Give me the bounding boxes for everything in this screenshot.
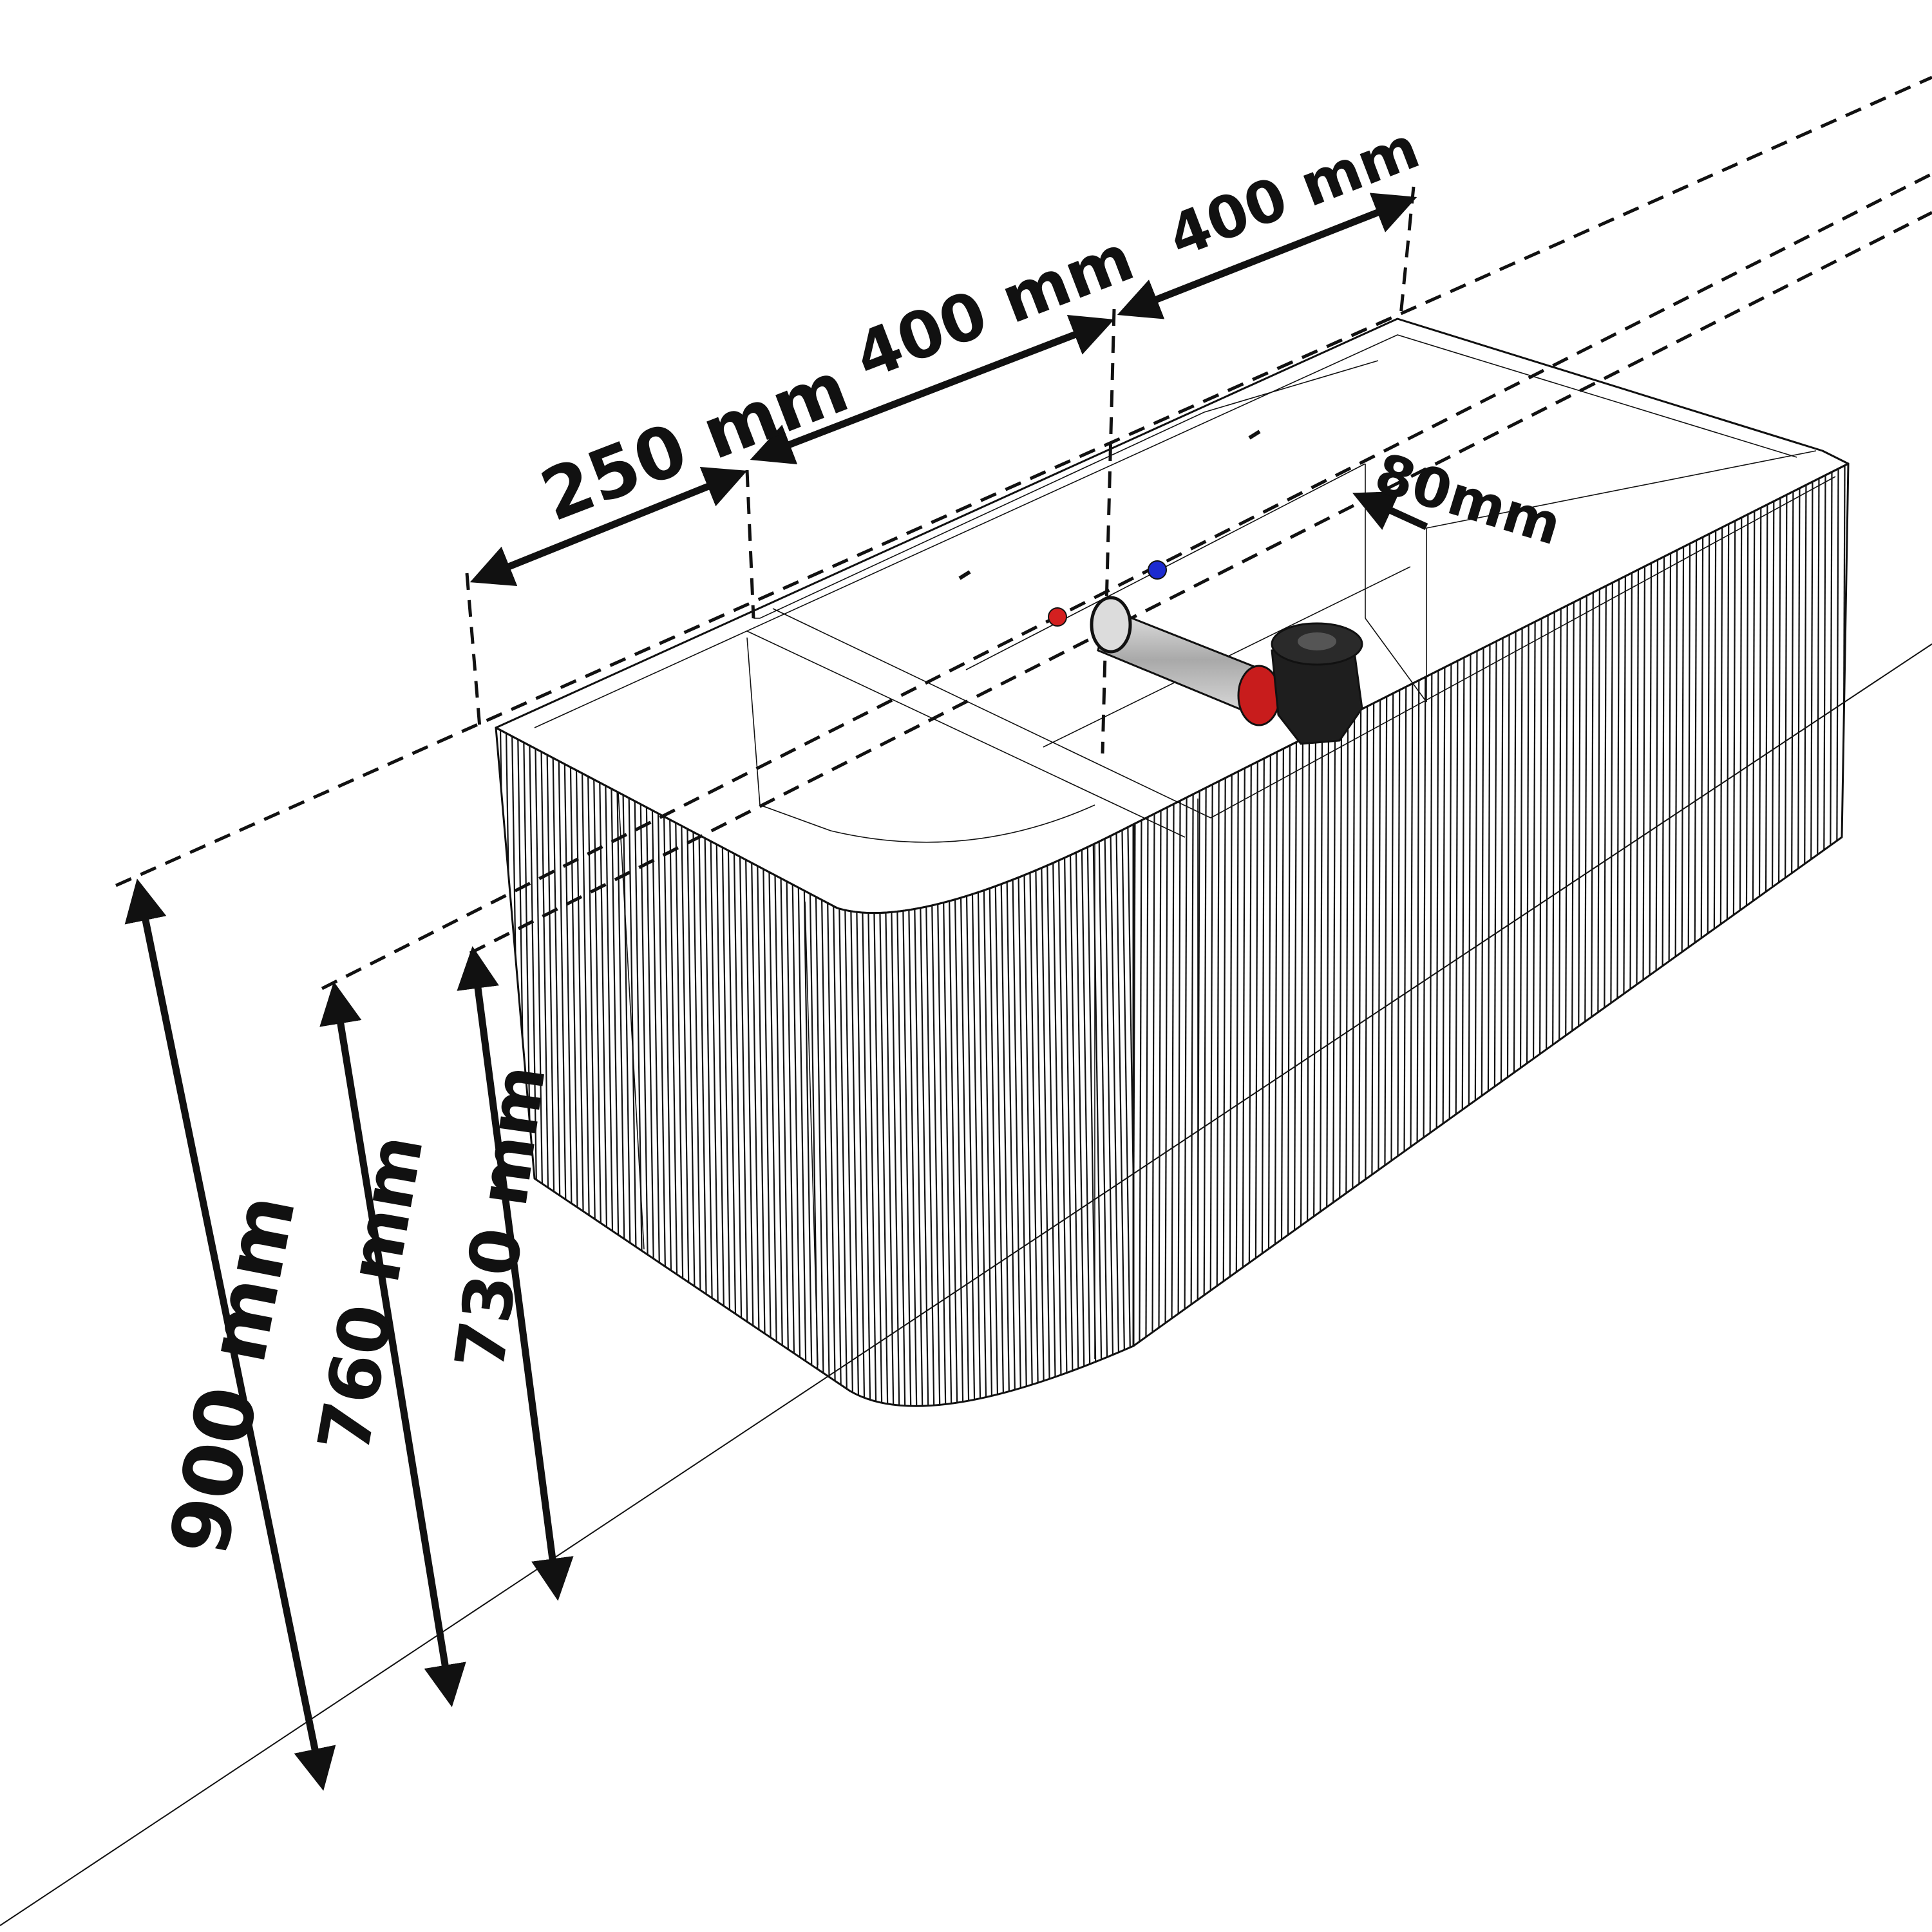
wall-flange [1090,596,1132,654]
label-height-760: 760 mm [303,1129,439,1459]
cabinet-side [1132,462,1850,1347]
cold-water-connector [1148,560,1167,580]
hot-water-connector [1048,607,1067,627]
dim-line-400-a [750,314,1115,465]
wall-reference-lines [115,75,1932,990]
dowel-right [1248,430,1261,440]
label-height-900: 900 mm [153,1187,314,1562]
dim-line-760 [319,981,466,1707]
label-offset-80: 80mm [1368,441,1568,558]
dim-line-730 [457,946,574,1601]
plumbing [958,430,1363,745]
cabinet-front [495,726,1135,1407]
dim-line-900 [124,878,336,1791]
label-width-250: 250 mm [530,346,858,538]
dim-line-400-b [1117,193,1417,319]
height-dimensions [124,878,574,1791]
label-height-730: 730 mm [440,1061,561,1374]
dim-line-80 [1352,491,1428,531]
dim-line-250 [469,466,748,587]
width-dimensions [469,193,1428,587]
dowel-left [958,570,971,580]
